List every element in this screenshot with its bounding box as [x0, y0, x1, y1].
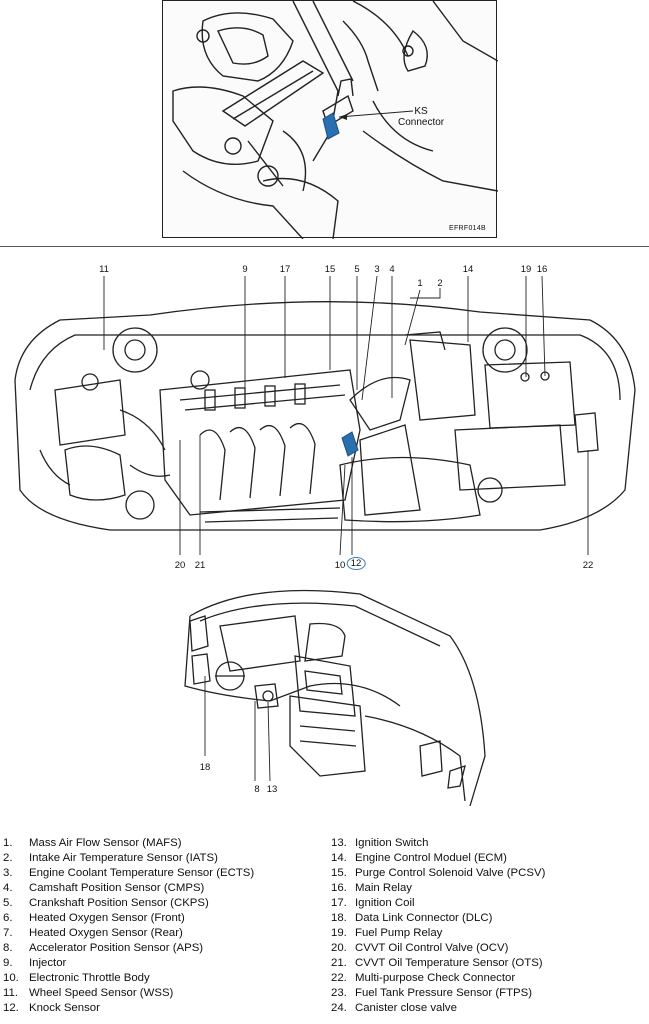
knock-sensor-highlight — [341, 431, 359, 457]
dashboard-diagram: 18 8 13 — [160, 576, 490, 811]
callout-12: 12 — [346, 557, 366, 570]
callout-18: 18 — [199, 762, 211, 773]
legend-item: 14.Engine Control Moduel (ECM) — [331, 852, 507, 864]
callout-8: 8 — [254, 784, 260, 795]
callout-1: 1 — [417, 278, 423, 289]
callout-5: 5 — [354, 264, 360, 275]
legend-item: 20.CVVT Oil Control Valve (OCV) — [331, 942, 509, 954]
legend-item: 19.Fuel Pump Relay — [331, 927, 443, 939]
callout-2: 2 — [437, 278, 443, 289]
legend-item: 24.Canister close valve — [331, 1002, 457, 1014]
legend-item: 3.Engine Coolant Temperature Sensor (ECT… — [3, 867, 255, 879]
legend-item: 12.Knock Sensor — [3, 1002, 100, 1014]
callout-16: 16 — [536, 264, 548, 275]
callout-9: 9 — [242, 264, 248, 275]
legend-item: 8.Accelerator Position Sensor (APS) — [3, 942, 204, 954]
legend-item: 16.Main Relay — [331, 882, 412, 894]
engine-bay-diagram: 11 9 17 15 5 3 4 14 19 16 1 2 20 21 10 1… — [0, 250, 649, 580]
legend-item: 7.Heated Oxygen Sensor (Rear) — [3, 927, 183, 939]
callout-4: 4 — [389, 264, 395, 275]
legend-item: 17.Ignition Coil — [331, 897, 415, 909]
callout-22: 22 — [582, 560, 594, 571]
ks-connector-inset: KS Connector EFRF014B — [162, 0, 498, 239]
legend-item: 6.Heated Oxygen Sensor (Front) — [3, 912, 185, 924]
callout-14: 14 — [462, 264, 474, 275]
legend-item: 2.Intake Air Temperature Sensor (IATS) — [3, 852, 218, 864]
callout-10: 10 — [334, 560, 346, 571]
legend-item: 11.Wheel Speed Sensor (WSS) — [3, 987, 174, 999]
legend-item: 13.Ignition Switch — [331, 837, 429, 849]
ks-connector-label: KS Connector — [398, 106, 445, 128]
callout-3: 3 — [374, 264, 380, 275]
callout-20: 20 — [174, 560, 186, 571]
legend-item: 18.Data Link Connector (DLC) — [331, 912, 493, 924]
engine-bay-drawing — [14, 275, 636, 556]
legend-right-column: 13.Ignition Switch 14.Engine Control Mod… — [331, 836, 545, 1016]
callout-21: 21 — [194, 560, 206, 571]
dashboard-drawing — [184, 589, 486, 807]
callout-19: 19 — [520, 264, 532, 275]
legend-left-column: 1.Mass Air Flow Sensor (MAFS) 2.Intake A… — [3, 836, 254, 1016]
legend-item: 21.CVVT Oil Temperature Sensor (OTS) — [331, 957, 543, 969]
legend-item: 4.Camshaft Position Sensor (CMPS) — [3, 882, 205, 894]
legend-item: 10.Electronic Throttle Body — [3, 972, 150, 984]
callout-17: 17 — [279, 264, 291, 275]
legend-item: 15.Purge Control Solenoid Valve (PCSV) — [331, 867, 546, 879]
section-divider — [0, 246, 649, 247]
legend-item: 1.Mass Air Flow Sensor (MAFS) — [3, 837, 182, 849]
inset-drawing — [172, 1, 498, 239]
legend-item: 22.Multi-purpose Check Connector — [331, 972, 516, 984]
legend-item: 9.Injector — [3, 957, 67, 969]
ks-connector-highlight — [322, 112, 340, 140]
drawing-code: EFRF014B — [449, 225, 487, 232]
legend-item: 23.Fuel Tank Pressure Sensor (FTPS) — [331, 987, 533, 999]
callout-13: 13 — [266, 784, 278, 795]
callout-11: 11 — [99, 264, 109, 275]
callout-15: 15 — [324, 264, 336, 275]
legend-item: 5.Crankshaft Position Sensor (CKPS) — [3, 897, 209, 909]
